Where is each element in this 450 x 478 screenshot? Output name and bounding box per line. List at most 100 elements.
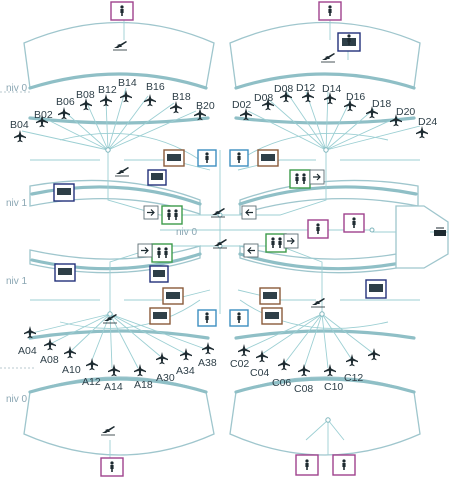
security-lower-right-a[interactable]	[259, 287, 281, 305]
passport-lower-left[interactable]	[197, 309, 217, 327]
gate-label-a10: A10	[62, 364, 81, 376]
airplane-icon[interactable]	[58, 107, 70, 120]
gate-label-d02: D02	[232, 99, 251, 111]
level-label-top-niv0: niv 0	[6, 83, 28, 94]
security-lower-right-b[interactable]	[261, 307, 283, 325]
green-checkpoint-lower-left[interactable]	[151, 243, 173, 263]
arrow-right-icon	[147, 209, 155, 216]
hall-mid-lower	[29, 245, 419, 274]
security-upper-right[interactable]	[257, 149, 279, 167]
gate-label-a04: A04	[18, 345, 37, 357]
airplane-icon[interactable]	[368, 348, 380, 361]
airplane-icon[interactable]	[134, 364, 146, 377]
gate-label-b06: B06	[56, 96, 75, 108]
airplane-icon[interactable]	[238, 344, 250, 357]
shuttle-icon[interactable]	[434, 227, 446, 236]
gate-label-d18: D18	[372, 98, 391, 110]
airplane-icon[interactable]	[44, 338, 56, 351]
gate-label-a12: A12	[82, 376, 101, 388]
gate-label-b16: B16	[146, 81, 165, 93]
gate-label-a08: A08	[40, 354, 59, 366]
arrow-left-box-b[interactable]	[243, 243, 259, 258]
check-in-navy-center-lower[interactable]	[149, 265, 169, 283]
security-upper-left[interactable]	[163, 149, 185, 167]
check-in-navy-center-upper[interactable]	[147, 169, 167, 186]
security-lower-left-b[interactable]	[149, 307, 171, 325]
gate-label-b12: B12	[98, 84, 117, 96]
hall-bottom-left	[23, 376, 215, 456]
airplane-icon[interactable]	[180, 348, 192, 361]
gate-label-b04: B04	[10, 119, 29, 131]
gate-label-c04: C04	[250, 367, 269, 379]
gate-label-b08: B08	[76, 89, 95, 101]
connector-network	[21, 20, 421, 460]
airplane-icon[interactable]	[144, 94, 156, 107]
level-label-lower-niv1: niv 1	[6, 276, 28, 287]
airplane-icon[interactable]	[346, 354, 358, 367]
arrow-right-box-d[interactable]	[283, 233, 299, 249]
gate-label-c06: C06	[272, 377, 291, 389]
arrow-right-box-a[interactable]	[143, 205, 159, 220]
airplane-icon[interactable]	[324, 364, 336, 377]
check-in-navy-left-lower[interactable]	[54, 263, 76, 282]
gate-group-b: B04 B02 B06 B08 B12 B14 B16 B18 B20	[10, 77, 215, 143]
gate-label-d14: D14	[322, 83, 341, 95]
hall-top-left	[23, 21, 215, 90]
arrow-left-box-a[interactable]	[241, 205, 257, 220]
gate-label-a34: A34	[176, 365, 195, 377]
gate-label-b02: B02	[34, 109, 53, 121]
arrow-left-icon	[245, 209, 253, 216]
airplane-icon[interactable]	[86, 358, 98, 371]
green-checkpoint-upper-right[interactable]	[289, 169, 311, 189]
passenger-gate-bottom-mid[interactable]	[295, 454, 319, 476]
level-label-bottom-niv0: niv 0	[6, 394, 28, 405]
check-in-navy-left-upper[interactable]	[53, 183, 75, 202]
arrow-right-box-c[interactable]	[309, 169, 325, 185]
airplane-icon[interactable]	[202, 342, 214, 355]
gate-label-a30: A30	[156, 372, 175, 384]
passenger-gate-mid-b[interactable]	[343, 213, 365, 233]
security-lower-left-a[interactable]	[162, 287, 184, 305]
passenger-gate-mid-a[interactable]	[307, 219, 329, 239]
level-label-center-niv0: niv 0	[176, 227, 198, 238]
passenger-gate-top-right[interactable]	[318, 1, 342, 21]
gate-label-b20: B20	[196, 100, 215, 112]
gate-group-d: D02 D08 D08 D12 D14 D16 D18 D20 D24	[232, 82, 437, 139]
gate-label-d24: D24	[418, 116, 437, 128]
airplane-icon[interactable]	[108, 364, 120, 377]
rim-lower-left	[28, 329, 210, 340]
arrow-right-icon	[287, 237, 295, 245]
gate-label-a14: A14	[104, 381, 123, 393]
arrow-right-box-b[interactable]	[137, 243, 153, 258]
airplane-icon[interactable]	[298, 364, 310, 377]
gate-label-d08-a: D08	[254, 92, 273, 104]
green-checkpoint-lower-right[interactable]	[265, 233, 287, 253]
gate-group-a: A04 A08 A10 A12 A14 A18 A30 A34 A38	[18, 326, 217, 393]
plane-takeoff-icon[interactable]	[310, 297, 326, 308]
gate-label-b14: B14	[118, 77, 137, 89]
gate-label-d12: D12	[296, 82, 315, 94]
gate-label-d16: D16	[346, 91, 365, 103]
level-label-upper-niv1: niv 1	[6, 198, 28, 209]
hall-bottom-right	[229, 376, 421, 456]
airplane-icon[interactable]	[256, 350, 268, 363]
passenger-gate-top-left[interactable]	[110, 1, 134, 21]
gate-label-b18: B18	[172, 91, 191, 103]
passport-upper-right[interactable]	[229, 149, 249, 167]
passport-lower-right[interactable]	[229, 309, 249, 327]
airplane-icon[interactable]	[120, 90, 132, 103]
check-in-navy-right-lower[interactable]	[365, 279, 387, 299]
gate-label-a38: A38	[198, 357, 217, 369]
check-in-navy-top-right[interactable]	[337, 32, 361, 52]
passenger-gate-bottom-right[interactable]	[332, 454, 356, 476]
rim-upper-left	[28, 116, 210, 125]
green-checkpoint-upper-center[interactable]	[161, 205, 183, 225]
gate-label-c02: C02	[230, 358, 249, 370]
plane-takeoff-icon[interactable]	[114, 166, 130, 177]
passenger-gate-bottom-left[interactable]	[100, 457, 124, 477]
passport-upper-left[interactable]	[197, 149, 217, 167]
airplane-icon[interactable]	[278, 358, 290, 371]
arrow-left-icon	[247, 247, 255, 254]
arrow-right-icon	[141, 247, 149, 254]
